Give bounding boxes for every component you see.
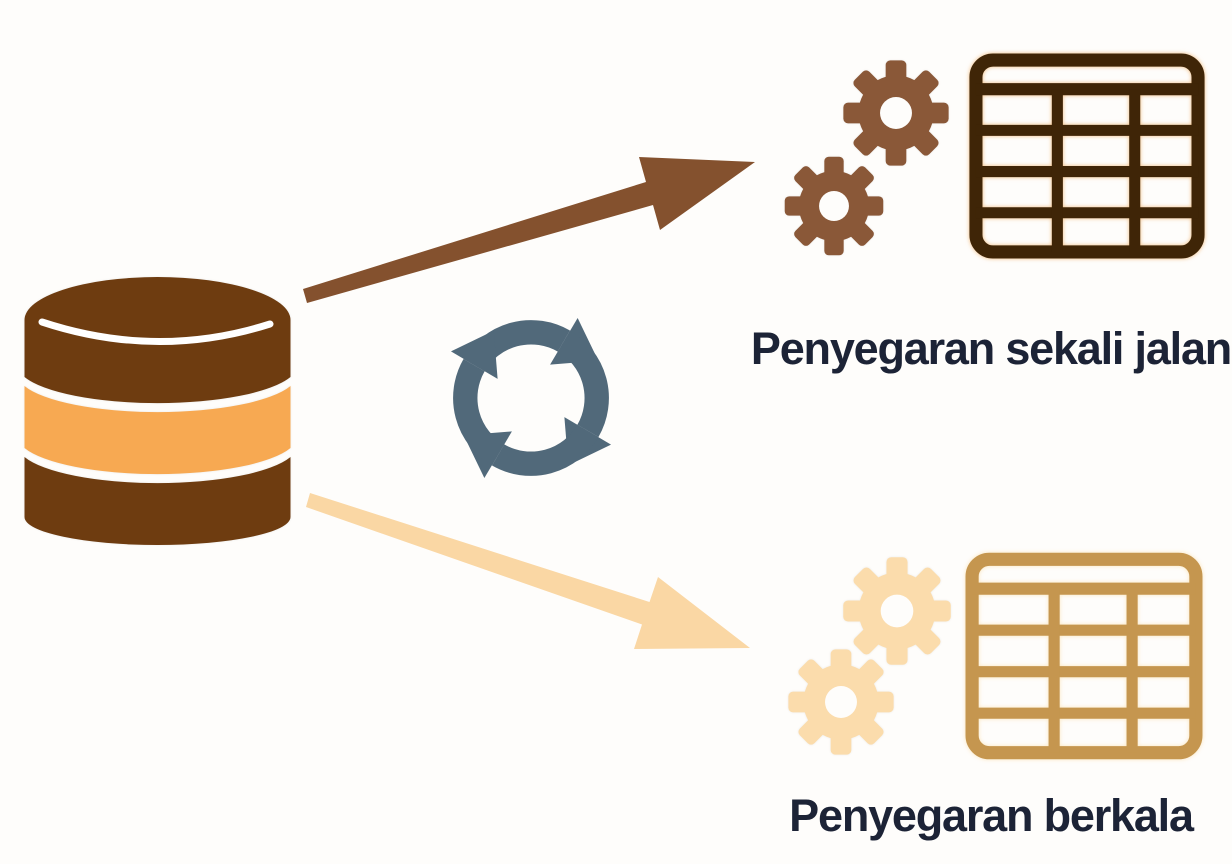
database-shape <box>24 277 291 545</box>
gear-upper <box>843 60 949 166</box>
gear-lower <box>788 649 894 755</box>
database-icon <box>24 277 291 545</box>
table-icon-one-time <box>968 53 1206 259</box>
sync-cycle-icon <box>425 292 637 504</box>
gear-upper <box>843 557 951 665</box>
database-shine <box>38 318 274 345</box>
gears-icon-periodic <box>788 557 951 755</box>
arrow-one-time <box>303 157 755 303</box>
database-middle-band <box>24 386 291 475</box>
arrow-periodic <box>306 493 750 649</box>
gears-icon-one-time <box>784 60 949 256</box>
flow-arrows <box>303 157 755 649</box>
gear-lower <box>784 156 884 256</box>
table-icon-periodic <box>965 551 1203 761</box>
label-periodic: Penyegaran berkala <box>789 790 1194 841</box>
label-one-time: Penyegaran sekali jalan <box>750 323 1232 374</box>
